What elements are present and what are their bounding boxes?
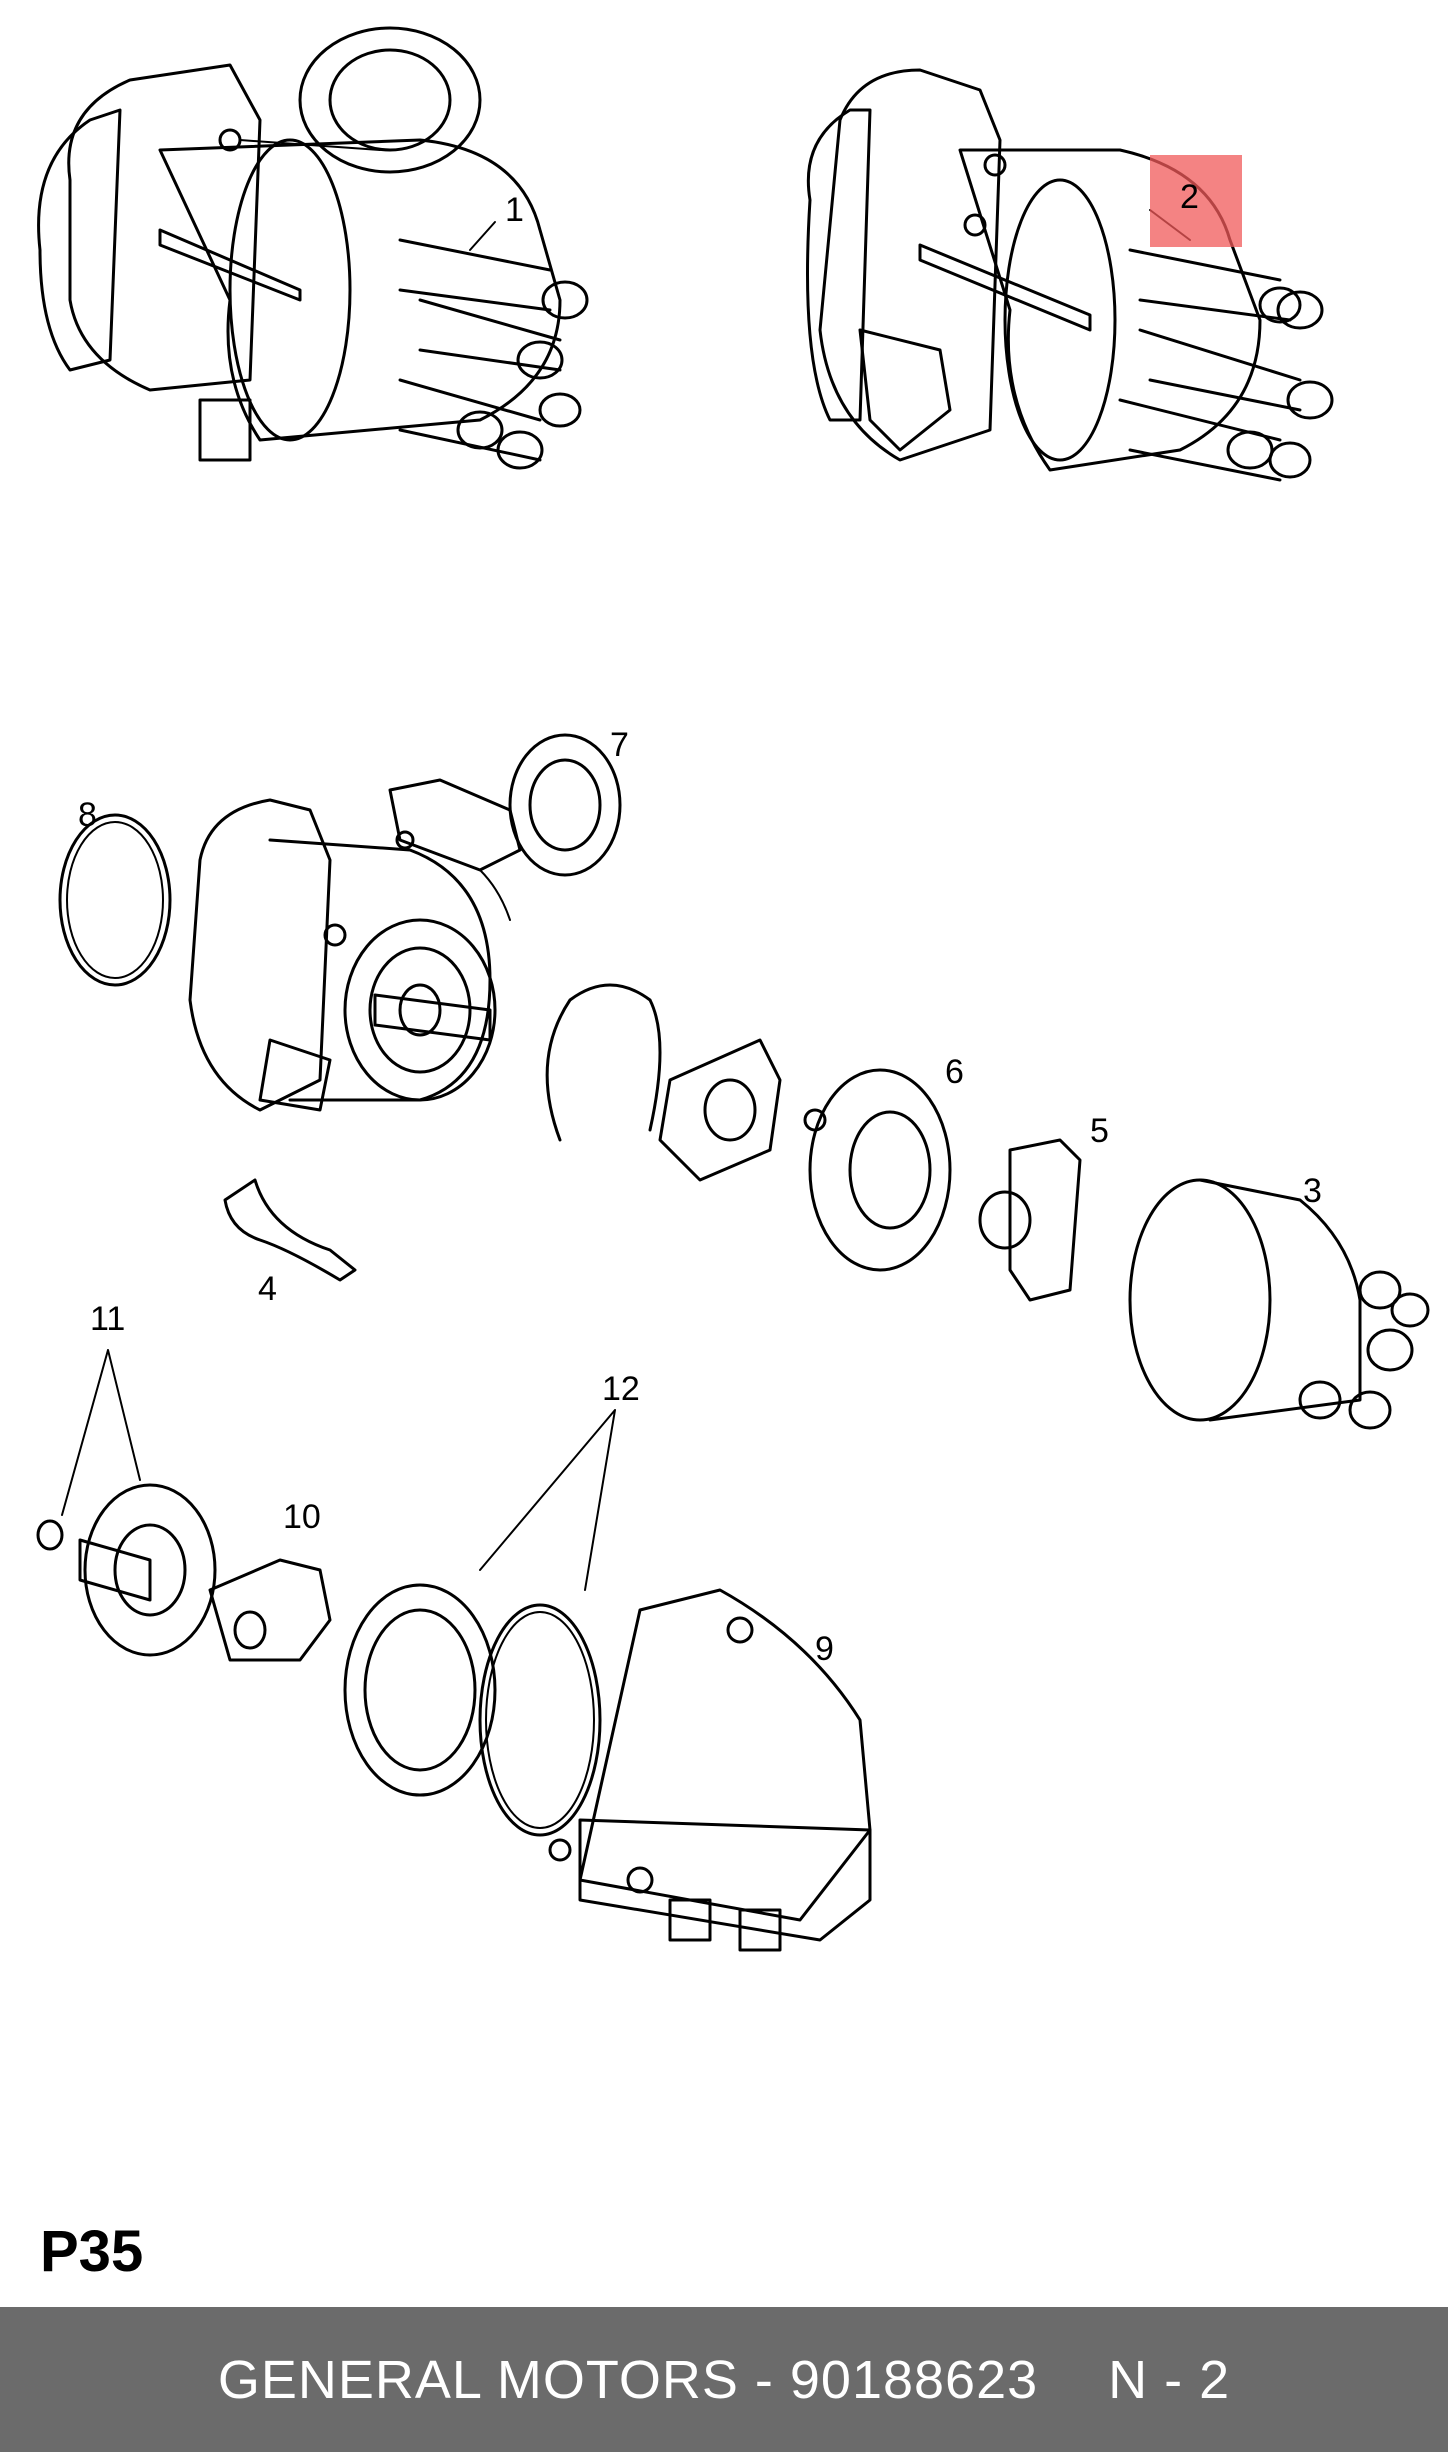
clip-4 [223, 1178, 357, 1282]
exploded-parts-diagram [36, 26, 1430, 1952]
callout-7: 7 [610, 726, 629, 764]
callout-3: 3 [1303, 1172, 1322, 1210]
distributor-body [188, 798, 497, 1112]
dust-shield-6 [808, 1068, 952, 1272]
sensor-10 [208, 1558, 332, 1662]
footer-bar: GENERAL MOTORS - 90188623 N - 2 [0, 2307, 1448, 2452]
callout-9: 9 [815, 1630, 834, 1668]
footer-part-text: GENERAL MOTORS - 90188623 [217, 2349, 1039, 2410]
callout-8: 8 [78, 796, 97, 834]
o-ring-8 [58, 813, 172, 987]
callout-12: 12 [602, 1370, 640, 1408]
callout-4: 4 [258, 1270, 277, 1308]
callout-1: 1 [505, 191, 524, 229]
callout-10: 10 [283, 1498, 321, 1536]
advance-plate [658, 1038, 827, 1182]
seal-12 [343, 1583, 602, 1837]
callout-5: 5 [1090, 1112, 1109, 1150]
circlip [545, 983, 662, 1142]
callout-11: 11 [90, 1300, 126, 1338]
distributor-cap-3 [1128, 1178, 1430, 1430]
highlight-box [1150, 155, 1242, 247]
vacuum-unit-7 [388, 733, 622, 921]
rotor-5 [978, 1138, 1082, 1302]
trigger-wheel-11 [36, 1483, 217, 1657]
callout-2[interactable]: 2 [1180, 178, 1199, 216]
footer-page-text: N - 2 [1108, 2349, 1231, 2410]
callout-6: 6 [945, 1053, 964, 1091]
distributor-assembly-1 [37, 26, 589, 470]
distributor-assembly-2 [806, 68, 1334, 482]
housing-9 [548, 1588, 872, 1952]
page-code: P35 [40, 2219, 144, 2284]
